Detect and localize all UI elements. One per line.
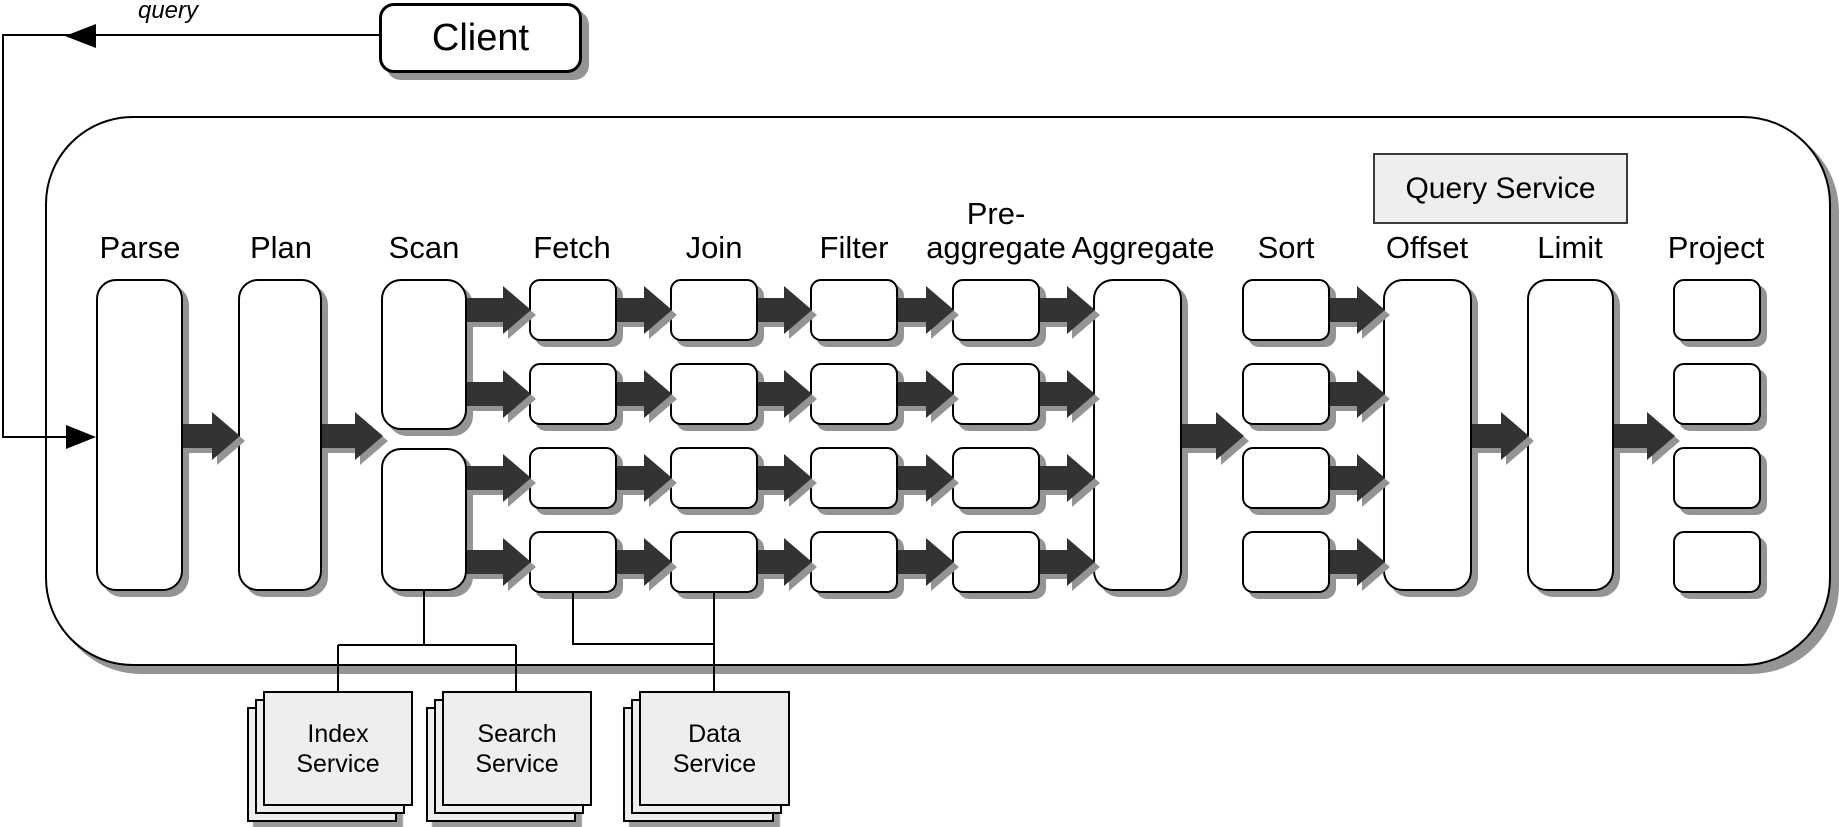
index-service-line2: Service (296, 749, 380, 778)
stage-label-aggregate: Aggregate (1071, 230, 1215, 265)
parse-operator-box (96, 279, 183, 591)
index-service-label: Index Service (263, 691, 413, 806)
search-service-line1: Search (477, 719, 557, 748)
preaggregate-operator-box-r2 (952, 363, 1040, 425)
preaggregate-operator-box-r3 (952, 447, 1040, 509)
project-operator-box-r2 (1673, 363, 1761, 425)
filter-operator-box-r3 (810, 447, 898, 509)
search-service-node: Search Service (426, 691, 592, 822)
join-operator-box-r4 (670, 531, 758, 593)
data-service-line2: Service (672, 749, 757, 778)
sort-operator-box-r4 (1242, 531, 1330, 593)
project-operator-box-r1 (1673, 279, 1761, 341)
sort-operator-box-r3 (1242, 447, 1330, 509)
plan-operator-box (238, 279, 322, 591)
stage-label-preaggregate: Pre- aggregate (911, 197, 1081, 265)
search-service-line2: Service (475, 749, 559, 778)
stage-label-project: Project (1667, 230, 1765, 265)
stage-label-fetch: Fetch (533, 230, 611, 265)
stage-label-sort: Sort (1257, 230, 1315, 265)
fetch-operator-box-r2 (529, 363, 617, 425)
stage-label-join: Join (685, 230, 743, 265)
stage-label-limit: Limit (1537, 230, 1603, 265)
join-operator-box-r1 (670, 279, 758, 341)
preaggregate-operator-box-r1 (952, 279, 1040, 341)
data-service-label: Data Service (639, 691, 790, 806)
index-service-node: Index Service (247, 691, 413, 822)
sort-operator-box-r1 (1242, 279, 1330, 341)
scan-operator-box-top (381, 279, 467, 430)
filter-operator-box-r4 (810, 531, 898, 593)
project-operator-box-r4 (1673, 531, 1761, 593)
filter-operator-box-r1 (810, 279, 898, 341)
stage-label-filter: Filter (819, 230, 889, 265)
aggregate-operator-box (1093, 279, 1182, 591)
limit-operator-box (1527, 279, 1614, 591)
data-service-line1: Data (688, 719, 741, 748)
index-service-line1: Index (307, 719, 369, 748)
stage-label-offset: Offset (1385, 230, 1469, 265)
fetch-operator-box-r3 (529, 447, 617, 509)
query-edge-label: query (137, 0, 199, 24)
scan-operator-box-bottom (381, 448, 467, 591)
join-operator-box-r2 (670, 363, 758, 425)
query-service-title: Query Service (1373, 153, 1628, 224)
data-service-node: Data Service (623, 691, 790, 822)
sort-operator-box-r2 (1242, 363, 1330, 425)
fetch-operator-box-r1 (529, 279, 617, 341)
query-edge-arrowhead-left (65, 24, 96, 48)
fetch-operator-box-r4 (529, 531, 617, 593)
join-operator-box-r3 (670, 447, 758, 509)
project-operator-box-r3 (1673, 447, 1761, 509)
search-service-label: Search Service (442, 691, 592, 806)
preaggregate-line1: Pre- (966, 196, 1026, 231)
preaggregate-operator-box-r4 (952, 531, 1040, 593)
preaggregate-line2: aggregate (926, 230, 1066, 265)
filter-operator-box-r2 (810, 363, 898, 425)
offset-operator-box (1383, 279, 1472, 591)
client-node: Client (379, 3, 582, 73)
stage-label-scan: Scan (388, 230, 460, 265)
